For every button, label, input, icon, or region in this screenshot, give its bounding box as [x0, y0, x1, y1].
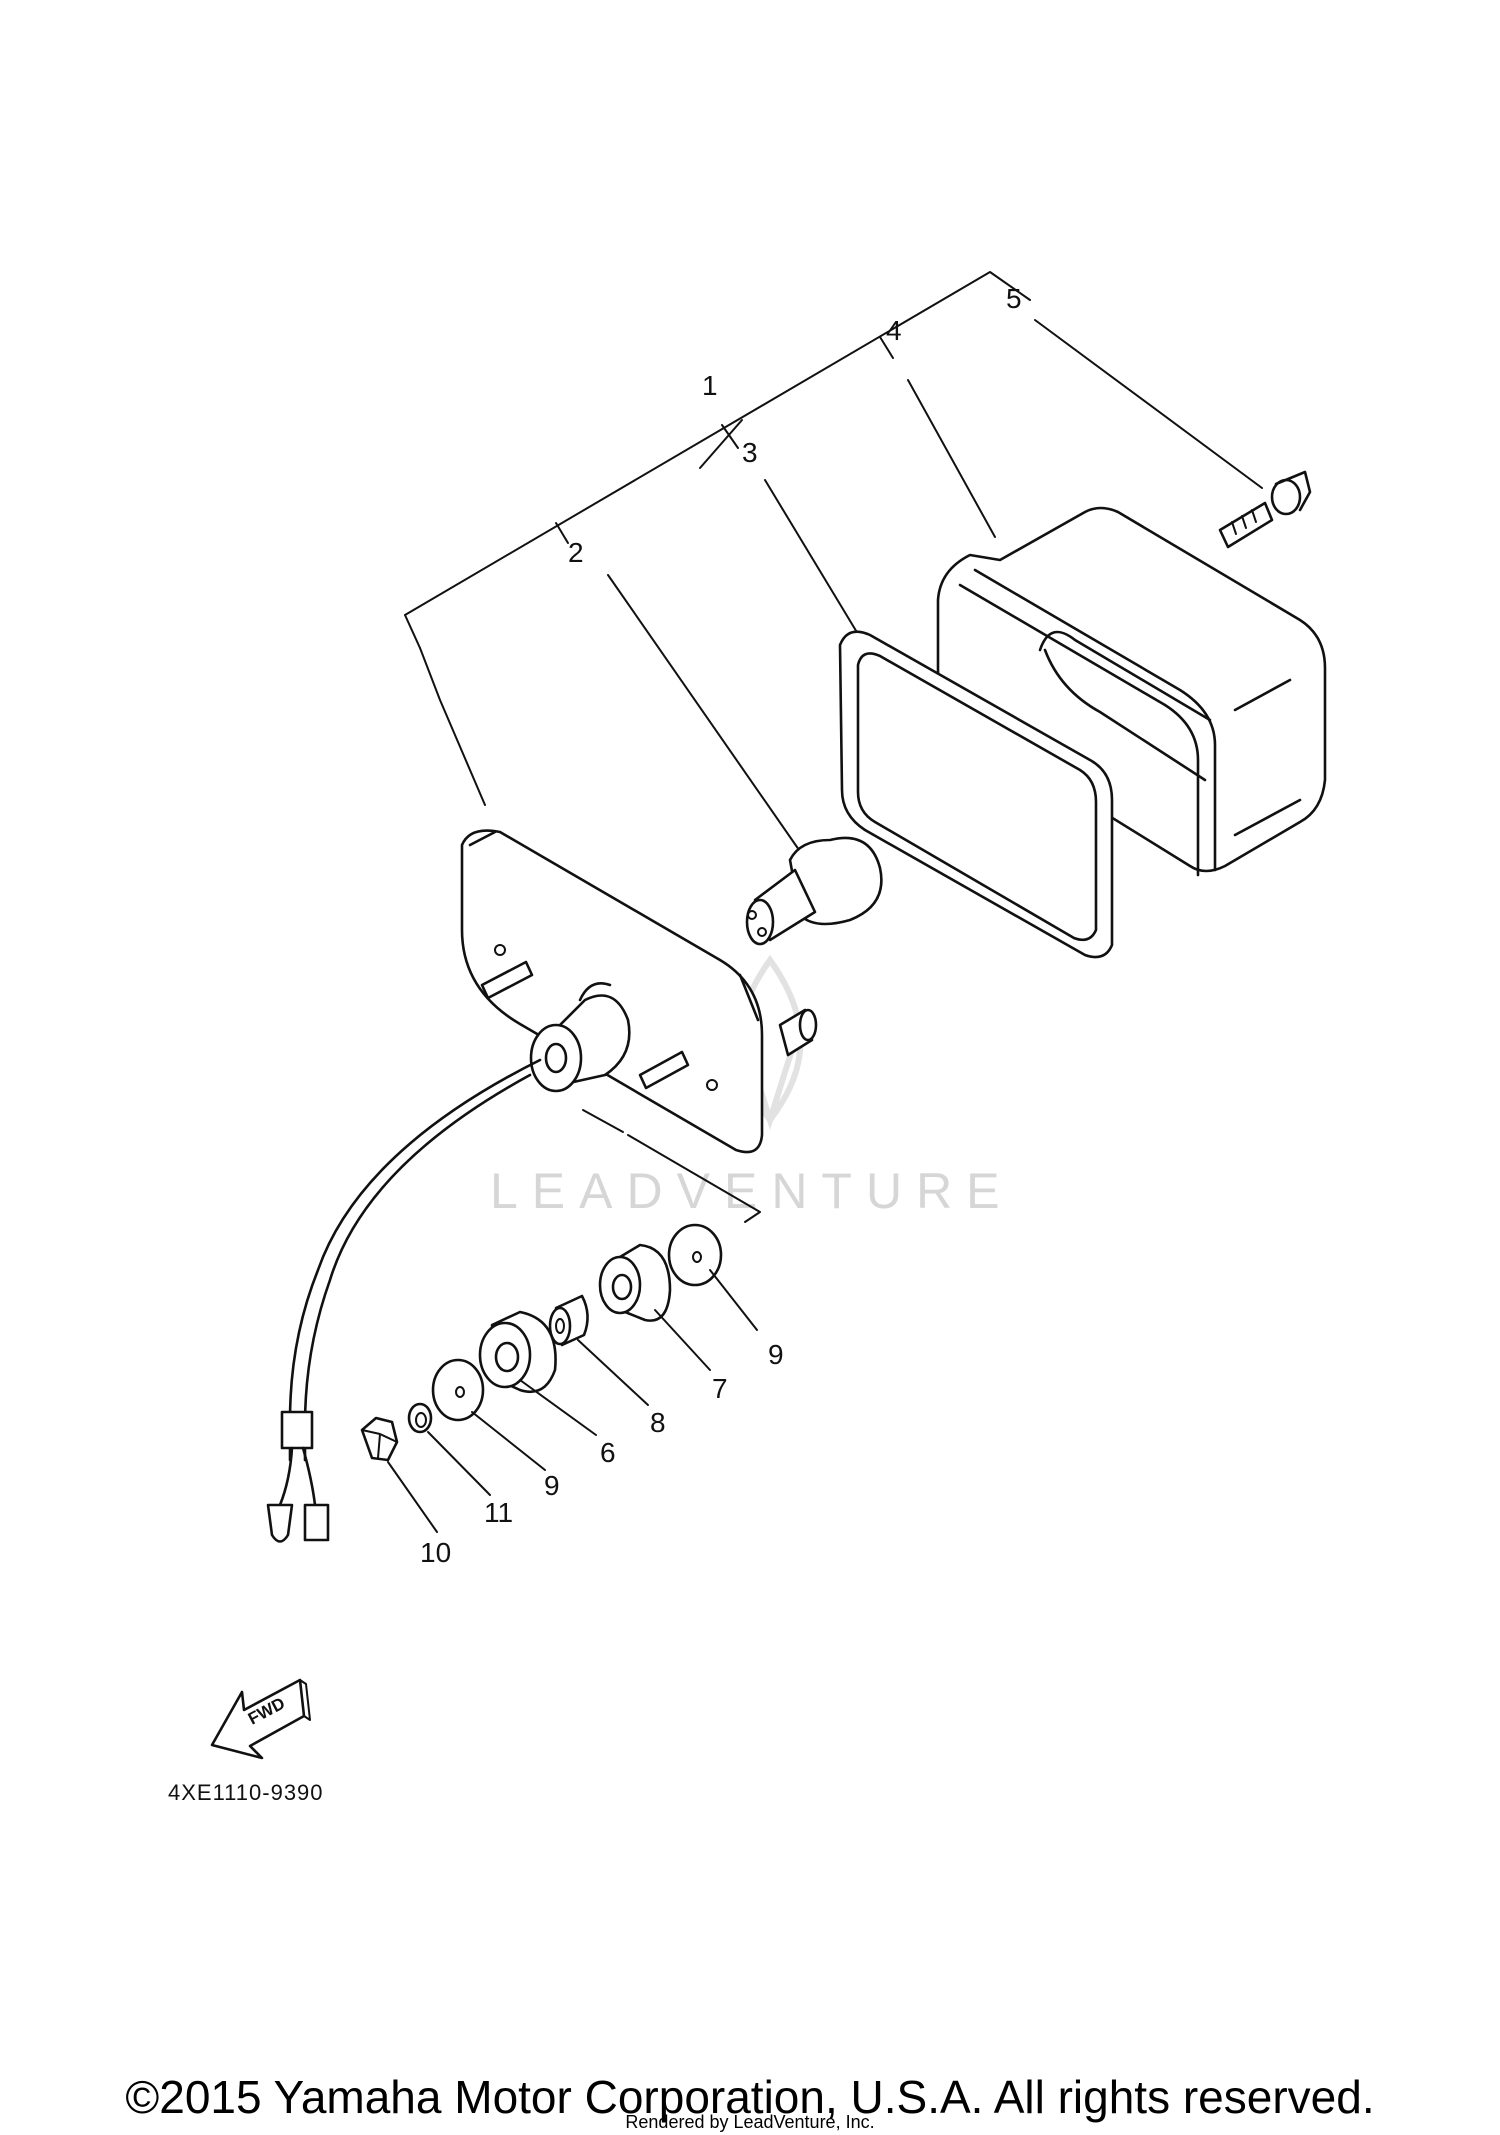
bulb-part-2: [745, 836, 883, 946]
callout-9-left: 9: [544, 1470, 560, 1501]
wire-harness: [266, 1058, 542, 1543]
hardware-stack: [360, 1223, 723, 1462]
rendered-by-notice: Rendered by LeadVenture, Inc.: [625, 2112, 875, 2132]
callout-9-right: 9: [768, 1339, 784, 1370]
lock-washer-part-11: [407, 1402, 433, 1434]
callouts: 1 2 3 4 5 6 7 8 9 9 10 11: [420, 283, 1022, 1568]
screw-part-5: [1218, 470, 1312, 549]
washer-part-9-right: [667, 1223, 723, 1287]
lens-part-4: [936, 506, 1327, 877]
fwd-arrow-icon: FWD: [210, 1678, 311, 1760]
callout-6: 6: [600, 1437, 616, 1468]
lower-leader-lines: [387, 1269, 758, 1533]
washer-part-9-left: [431, 1358, 485, 1422]
callout-5: 5: [1006, 283, 1022, 314]
grommet-part-7: [598, 1243, 672, 1322]
diagram-code: 4XE1110-9390: [168, 1780, 324, 1805]
callout-4: 4: [886, 315, 902, 346]
watermark-text: LEADVENTURE: [490, 1163, 1014, 1219]
callout-10: 10: [420, 1537, 451, 1568]
housing-part-1: [460, 829, 818, 1223]
callout-11: 11: [484, 1497, 513, 1528]
callout-1: 1: [702, 370, 718, 401]
assembly-bracket: [404, 271, 1031, 806]
callout-2: 2: [568, 537, 584, 568]
gasket-part-3: [838, 630, 1114, 959]
callout-3: 3: [742, 437, 758, 468]
nut-part-10: [360, 1416, 399, 1462]
collar-part-8: [548, 1294, 589, 1347]
rubber-washer-part-6: [478, 1310, 557, 1394]
callout-7: 7: [712, 1373, 728, 1404]
leader-lines: [607, 319, 1263, 861]
copyright-notice: ©2015 Yamaha Motor Corporation, U.S.A. A…: [125, 2071, 1375, 2123]
callout-8: 8: [650, 1407, 666, 1438]
